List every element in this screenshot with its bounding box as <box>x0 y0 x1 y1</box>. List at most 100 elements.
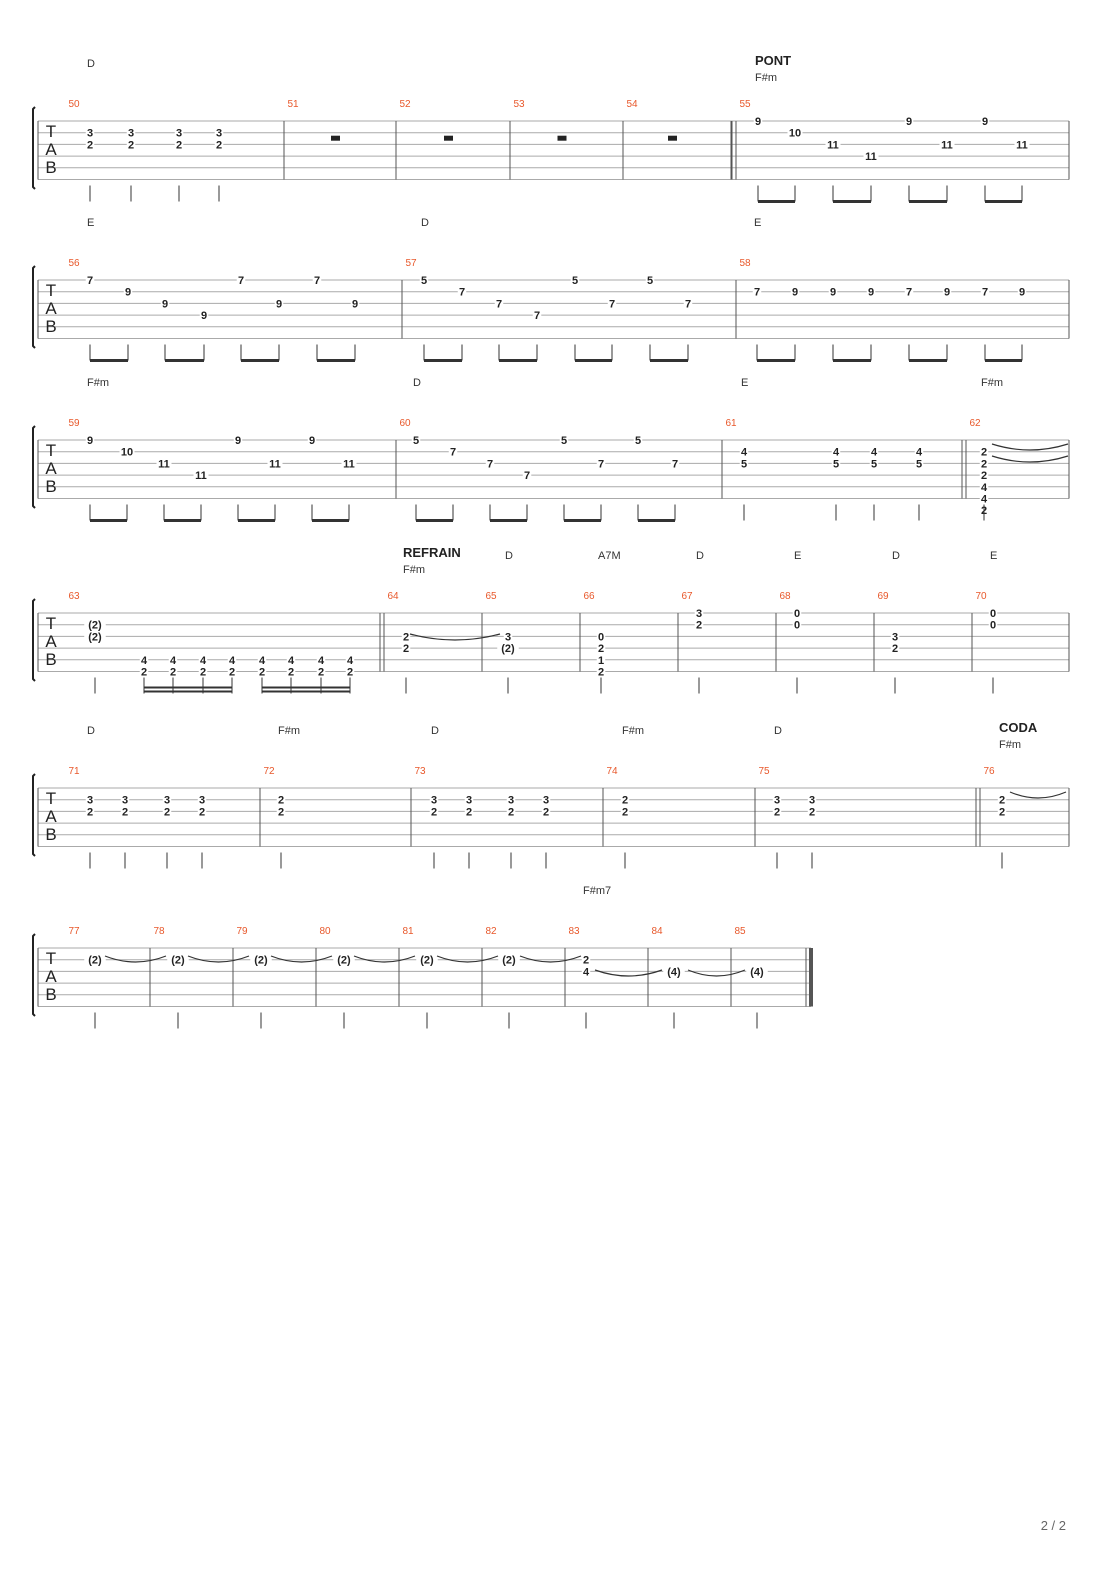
fret-number-background <box>645 275 655 285</box>
note-group: 9 <box>233 435 243 521</box>
fret-number: 3 <box>892 631 898 643</box>
fret-number: 9 <box>944 287 950 299</box>
fret-number-background <box>866 286 876 297</box>
fret-number-background <box>942 286 952 297</box>
measure-number: 64 <box>387 591 399 602</box>
note-group: (2) <box>416 954 438 1029</box>
fret-number-background <box>174 127 184 138</box>
fret-number: 0 <box>598 631 604 643</box>
fret-number: 3 <box>216 128 222 140</box>
fret-number-background <box>85 127 95 138</box>
tie <box>1009 791 1067 799</box>
fret-number: 3 <box>809 795 815 807</box>
fret-number: 2 <box>87 806 93 818</box>
fret-number-background <box>979 493 989 504</box>
note-group: 11 <box>863 151 879 202</box>
fret-number-background <box>581 954 591 965</box>
fret-number-background <box>120 806 130 817</box>
note-group: (2) <box>167 954 189 1029</box>
fret-number-background <box>419 275 429 285</box>
note-group: 32 <box>174 127 184 202</box>
fret-number: 3 <box>128 128 134 140</box>
fret-number-background <box>494 298 504 309</box>
tab-clef-letter: B <box>45 985 56 1004</box>
note-group: 45 <box>739 446 749 521</box>
note-group: 32 <box>464 794 474 869</box>
measure-number: 83 <box>568 926 580 937</box>
measure-number: 75 <box>758 766 770 777</box>
note-group: 7 <box>85 275 95 361</box>
fret-number: 10 <box>789 128 801 140</box>
fret-number-background <box>85 806 95 817</box>
fret-number: 7 <box>598 458 604 470</box>
fret-number: 3 <box>122 795 128 807</box>
fret-number: 3 <box>87 795 93 807</box>
fret-number: 3 <box>176 128 182 140</box>
measure-number: 69 <box>877 591 889 602</box>
fret-number: 9 <box>235 435 241 447</box>
tie <box>270 955 333 963</box>
note-group: 7 <box>752 286 762 361</box>
fret-number-background <box>596 643 606 654</box>
fret-number: 2 <box>622 806 628 818</box>
note-group: 11 <box>825 139 841 202</box>
fret-number: (2) <box>420 955 434 967</box>
fret-number: 5 <box>647 275 653 287</box>
note-group: 32 <box>120 794 130 869</box>
note-group: 5 <box>559 435 569 521</box>
fret-number-background <box>825 139 841 150</box>
fret-number-background <box>497 643 519 654</box>
fret-number: 2 <box>176 139 182 151</box>
tab-clef-letter: B <box>45 650 56 669</box>
tie <box>991 443 1069 451</box>
page-number: 2 / 2 <box>1040 1518 1066 1533</box>
fret-number: 2 <box>508 806 514 818</box>
fret-number: 3 <box>199 795 205 807</box>
fret-number: 2 <box>892 643 898 655</box>
fret-number-background <box>596 631 606 642</box>
fret-number-background <box>85 435 95 445</box>
system-bracket <box>32 265 36 349</box>
fret-number: 5 <box>561 435 567 447</box>
note-group: 9 <box>866 286 876 361</box>
fret-number: 2 <box>999 806 1005 818</box>
fret-number: 5 <box>635 435 641 447</box>
fret-number-background <box>997 794 1007 805</box>
fret-number-background <box>663 966 685 977</box>
fret-number-background <box>350 298 360 309</box>
note-group: 9 <box>942 286 952 361</box>
tie <box>519 955 582 963</box>
fret-number: 2 <box>216 139 222 151</box>
fret-number-background <box>503 631 513 642</box>
tab-clef-letter: A <box>45 459 57 478</box>
note-group: 5 <box>570 275 580 361</box>
fret-number-background <box>739 446 749 457</box>
fret-number-background <box>869 458 879 469</box>
fret-number-background <box>787 127 803 138</box>
chord-name: D <box>87 725 95 737</box>
note-group: (4) <box>663 966 685 1029</box>
system-bracket <box>32 598 36 682</box>
fret-number: (2) <box>337 955 351 967</box>
fret-number: (2) <box>254 955 268 967</box>
chord-name: A7M <box>598 550 621 562</box>
whole-rest <box>668 135 677 141</box>
note-group: 32 <box>890 631 900 694</box>
fret-number-background <box>198 654 208 665</box>
fret-number-background <box>411 435 421 445</box>
note-group: (2) <box>84 954 106 1029</box>
fret-number: 3 <box>466 795 472 807</box>
note-group: 45 <box>914 446 924 521</box>
fret-number-background <box>979 470 989 481</box>
fret-number: 2 <box>999 795 1005 807</box>
fret-number-background <box>807 806 817 817</box>
fret-number-background <box>168 654 178 665</box>
fret-number-background <box>979 446 989 457</box>
fret-number-background <box>979 481 989 492</box>
note-group: 7 <box>485 458 495 521</box>
note-group: (2) <box>250 954 272 1029</box>
